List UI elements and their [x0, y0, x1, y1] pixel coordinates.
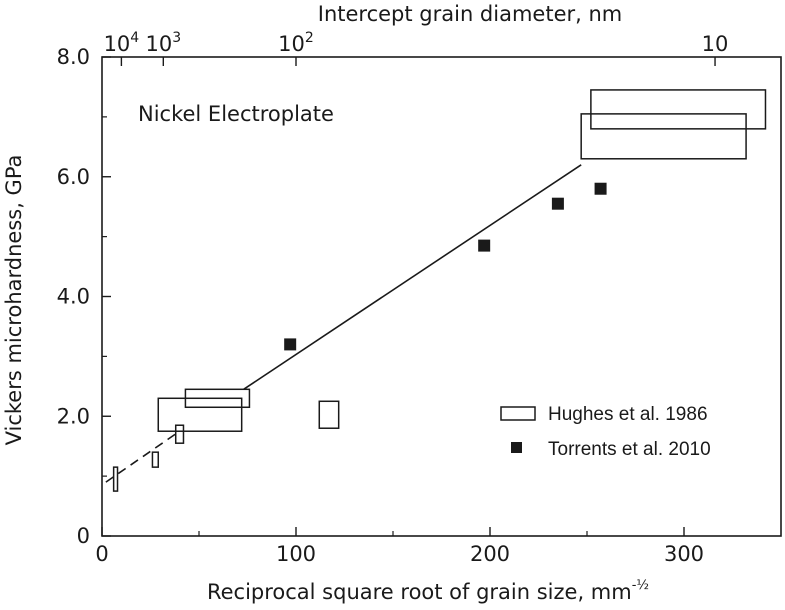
data-box: [157, 397, 243, 432]
hughes-series: [112, 89, 767, 492]
x-axis-label-text: Reciprocal square root of grain size, mm: [207, 580, 632, 604]
legend-label-torrents: Torrents et al. 2010: [548, 439, 711, 460]
top-tick-label: 104: [104, 30, 140, 56]
top-tick-label: 10: [702, 32, 729, 56]
data-point: [478, 239, 491, 252]
data-box: [151, 451, 160, 468]
annotation-text: Nickel Electroplate: [138, 102, 334, 126]
data-box: [184, 388, 251, 409]
data-point: [594, 182, 607, 195]
x-axis-label-exponent: -½: [632, 578, 649, 593]
y-axis-label: Vickers microhardness, GPa: [2, 155, 26, 446]
x-axis: 0 100 200 300: [95, 527, 704, 566]
y-tick-label: 4.0: [57, 285, 90, 309]
x-tick-label: 300: [664, 542, 704, 566]
legend: Hughes et al. 1986 Torrents et al. 2010: [500, 404, 711, 460]
top-tick-label: 102: [278, 30, 314, 56]
fit-line-group: [105, 164, 582, 483]
x-axis-label: Reciprocal square root of grain size, mm…: [207, 578, 649, 604]
y-tick-label: 8.0: [57, 45, 90, 69]
x-tick-label: 200: [470, 542, 510, 566]
x-tick-label: 100: [276, 542, 316, 566]
data-point: [284, 338, 297, 351]
y-tick-label: 6.0: [57, 165, 90, 189]
fit-line: [243, 164, 582, 390]
data-box: [318, 400, 340, 429]
top-tick-label: 103: [145, 30, 181, 56]
y-axis: 0 2.0 4.0 6.0 8.0: [57, 45, 111, 548]
data-box: [174, 424, 185, 444]
torrents-series: [284, 182, 607, 351]
legend-marker-filled-square: [511, 442, 522, 453]
data-box: [590, 89, 767, 130]
data-point: [551, 197, 564, 210]
data-box: [580, 113, 747, 160]
data-box: [112, 466, 119, 492]
legend-marker-open-rectangle: [500, 406, 536, 421]
y-tick-label: 0: [77, 524, 90, 548]
legend-label-hughes: Hughes et al. 1986: [548, 404, 708, 425]
top-axis-label: Intercept grain diameter, nm: [318, 2, 623, 26]
y-tick-label: 2.0: [57, 404, 90, 428]
x-tick-label: 0: [95, 542, 108, 566]
